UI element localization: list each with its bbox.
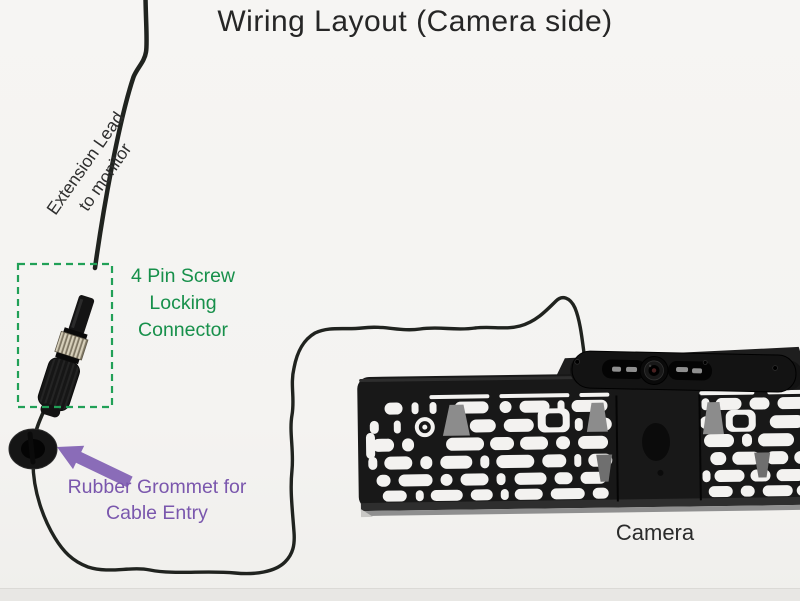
connector-label-line3: Connector xyxy=(112,317,254,344)
camera-screw xyxy=(773,366,778,371)
connector-label-line2: Locking xyxy=(112,290,254,317)
grommet-label-line2: Cable Entry xyxy=(52,500,262,526)
table-edge xyxy=(0,588,800,601)
camera-screw xyxy=(575,359,580,364)
grommet-label-line1: Rubber Grommet for xyxy=(52,474,262,500)
camera-bar xyxy=(570,351,800,393)
grommet-label: Rubber Grommet for Cable Entry xyxy=(52,474,262,526)
screw-connector xyxy=(33,292,102,421)
camera-screw xyxy=(703,360,707,364)
camera-label: Camera xyxy=(595,520,715,546)
rubber-grommet xyxy=(9,429,57,469)
diagram-title: Wiring Layout (Camera side) xyxy=(165,5,665,39)
connector-label-line1: 4 Pin Screw xyxy=(112,263,254,290)
camera-lens xyxy=(640,356,669,385)
connector-label: 4 Pin Screw Locking Connector xyxy=(112,263,254,344)
